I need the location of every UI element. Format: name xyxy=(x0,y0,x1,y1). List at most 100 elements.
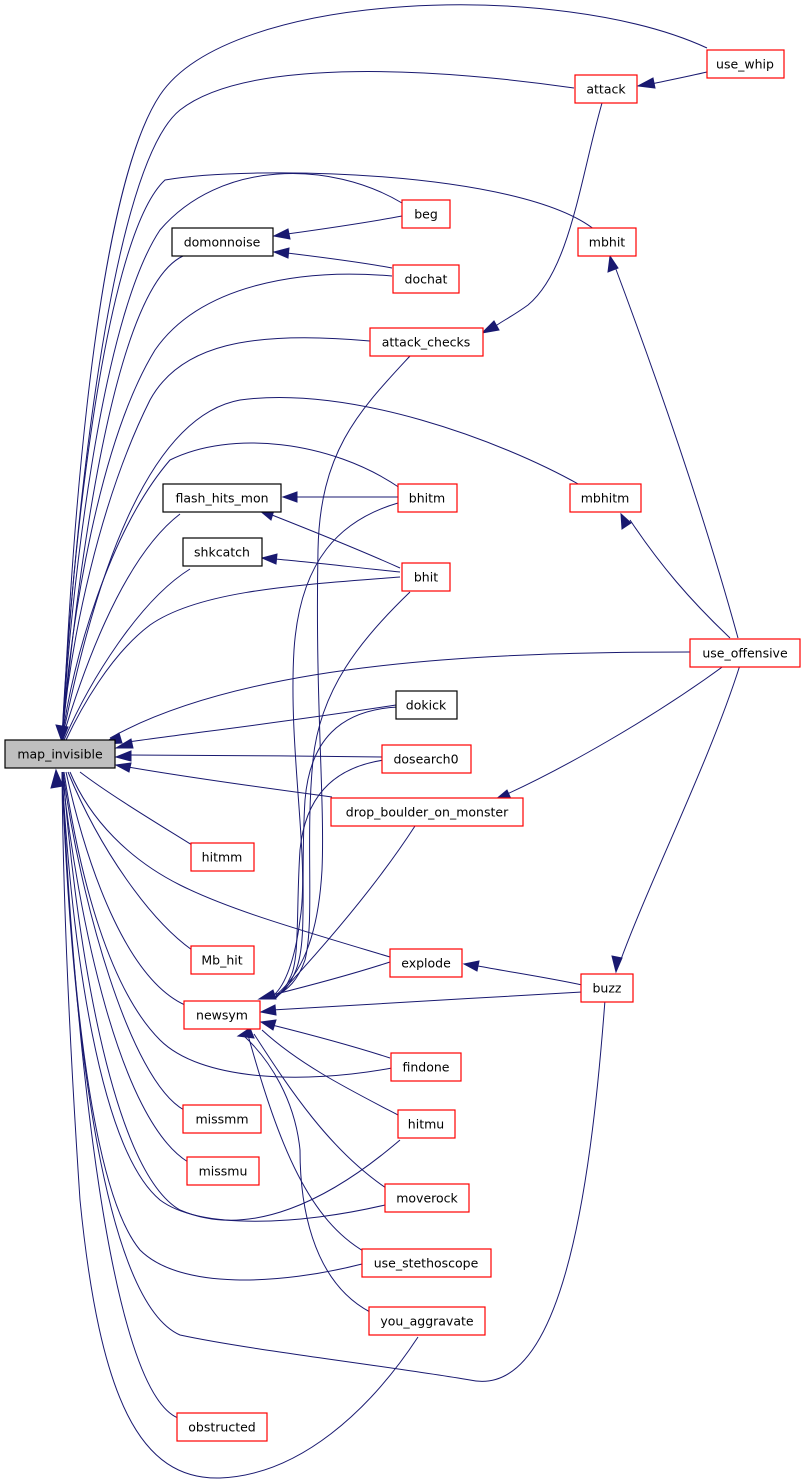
node-beg[interactable]: beg xyxy=(401,199,451,229)
node-explode[interactable]: explode xyxy=(389,948,463,978)
node-box xyxy=(182,1104,262,1134)
node-label: hitmm xyxy=(202,850,243,865)
node-label: moverock xyxy=(396,1191,458,1206)
arrowhead xyxy=(236,1027,255,1039)
node-label: dokick xyxy=(406,698,447,713)
node-label: bhitm xyxy=(409,491,445,506)
edge-moverock-newsym xyxy=(253,1033,387,1189)
arrowhead xyxy=(607,254,619,273)
node-label: domonnoise xyxy=(184,235,261,250)
node-hitmm[interactable]: hitmm xyxy=(190,842,255,872)
node-dokick[interactable]: dokick xyxy=(395,690,458,720)
edge-you_aggravate-map_invisible xyxy=(61,771,419,1479)
edge-Mb_hit-map_invisible xyxy=(67,771,193,951)
node-label: hitmu xyxy=(408,1117,444,1132)
edge-attack_checks-map_invisible xyxy=(61,337,371,741)
node-box xyxy=(190,842,255,872)
node-box xyxy=(397,1109,456,1139)
node-box xyxy=(392,264,460,294)
arrowhead xyxy=(281,491,298,503)
edge-beg-map_invisible xyxy=(61,173,403,741)
node-box xyxy=(171,227,274,257)
node-box xyxy=(361,1248,492,1278)
edge-use_offensive-mbhit xyxy=(613,263,739,639)
node-you_aggravate[interactable]: you_aggravate xyxy=(368,1306,486,1336)
arrowhead xyxy=(462,960,480,972)
edge-beg-domonnoise xyxy=(286,215,403,235)
edge-dochat-map_invisible xyxy=(61,273,393,741)
graph-arrowheads xyxy=(50,77,656,1039)
edge-missmm-map_invisible xyxy=(62,771,185,1111)
edge-use_whip-attack xyxy=(650,71,708,85)
arrowhead xyxy=(114,762,132,773)
node-domonnoise[interactable]: domonnoise xyxy=(171,227,274,257)
node-mbhit[interactable]: mbhit xyxy=(577,227,637,257)
node-dosearch0[interactable]: dosearch0 xyxy=(381,744,472,774)
arrowhead xyxy=(257,989,277,1000)
edge-dosearch0-map_invisible xyxy=(127,754,383,758)
edge-bhit-newsym xyxy=(273,591,411,998)
edge-attack_checks-newsym xyxy=(275,355,411,996)
edge-use_offensive-buzz xyxy=(619,664,741,963)
node-box xyxy=(706,49,785,79)
node-bhitm[interactable]: bhitm xyxy=(397,483,458,513)
arrowhead xyxy=(480,320,500,334)
node-mbhitm[interactable]: mbhitm xyxy=(569,483,642,513)
node-use_offensive[interactable]: use_offensive xyxy=(689,638,801,668)
node-Mb_hit[interactable]: Mb_hit xyxy=(190,945,255,975)
node-label: findone xyxy=(403,1060,450,1075)
edge-dochat-domonnoise xyxy=(286,252,393,269)
node-label: newsym xyxy=(196,1008,248,1023)
node-box xyxy=(401,199,451,229)
node-findone[interactable]: findone xyxy=(390,1052,462,1082)
node-box xyxy=(330,797,524,827)
node-obstructed[interactable]: obstructed xyxy=(176,1412,268,1442)
node-box xyxy=(401,562,451,592)
node-box xyxy=(4,739,116,769)
arrowhead xyxy=(114,750,132,762)
node-box xyxy=(182,537,263,567)
node-use_whip[interactable]: use_whip xyxy=(706,49,785,79)
node-newsym[interactable]: newsym xyxy=(183,1000,261,1030)
arrowhead xyxy=(272,228,291,240)
node-box xyxy=(176,1412,268,1442)
node-box xyxy=(162,483,282,513)
arrowhead xyxy=(55,724,69,744)
node-hitmu[interactable]: hitmu xyxy=(397,1109,456,1139)
node-buzz[interactable]: buzz xyxy=(580,973,634,1003)
node-label: use_offensive xyxy=(702,646,788,661)
node-flash_hits_mon[interactable]: flash_hits_mon xyxy=(162,483,282,513)
arrowhead xyxy=(272,247,290,259)
edge-domonnoise-map_invisible xyxy=(61,255,184,741)
node-box xyxy=(368,1306,486,1336)
edge-explode-map_invisible xyxy=(69,771,391,958)
node-shkcatch[interactable]: shkcatch xyxy=(182,537,263,567)
edge-use_offensive-map_invisible xyxy=(109,651,691,739)
edge-flash_hits_mon-map_invisible xyxy=(61,513,181,741)
edge-mbhit-map_invisible xyxy=(61,172,596,741)
node-label: shkcatch xyxy=(194,545,250,560)
node-dochat[interactable]: dochat xyxy=(392,264,460,294)
node-use_stethoscope[interactable]: use_stethoscope xyxy=(361,1248,492,1278)
node-moverock[interactable]: moverock xyxy=(384,1183,470,1213)
node-label: Mb_hit xyxy=(201,953,242,968)
arrowhead xyxy=(259,1004,277,1016)
edge-use_stethoscope-newsym xyxy=(247,1034,366,1253)
node-map_invisible[interactable]: map_invisible xyxy=(4,739,116,769)
node-label: beg xyxy=(414,207,438,222)
edge-findone-newsym xyxy=(271,1024,391,1059)
node-missmu[interactable]: missmu xyxy=(186,1156,260,1186)
node-attack[interactable]: attack xyxy=(574,74,638,104)
node-box xyxy=(574,74,638,104)
node-box xyxy=(577,227,637,257)
graph-nodes: map_invisible use_whip attack beg domonn… xyxy=(4,49,801,1442)
node-attack_checks[interactable]: attack_checks xyxy=(369,327,484,357)
node-missmm[interactable]: missmm xyxy=(182,1104,262,1134)
edge-drop_boulder-newsym xyxy=(275,825,416,999)
node-drop_boulder_on_monster[interactable]: drop_boulder_on_monster xyxy=(330,797,524,827)
node-bhit[interactable]: bhit xyxy=(401,562,451,592)
edge-use_offensive-mbhitm xyxy=(629,519,731,639)
arrowhead xyxy=(114,738,134,749)
edge-dokick-newsym xyxy=(273,706,399,999)
